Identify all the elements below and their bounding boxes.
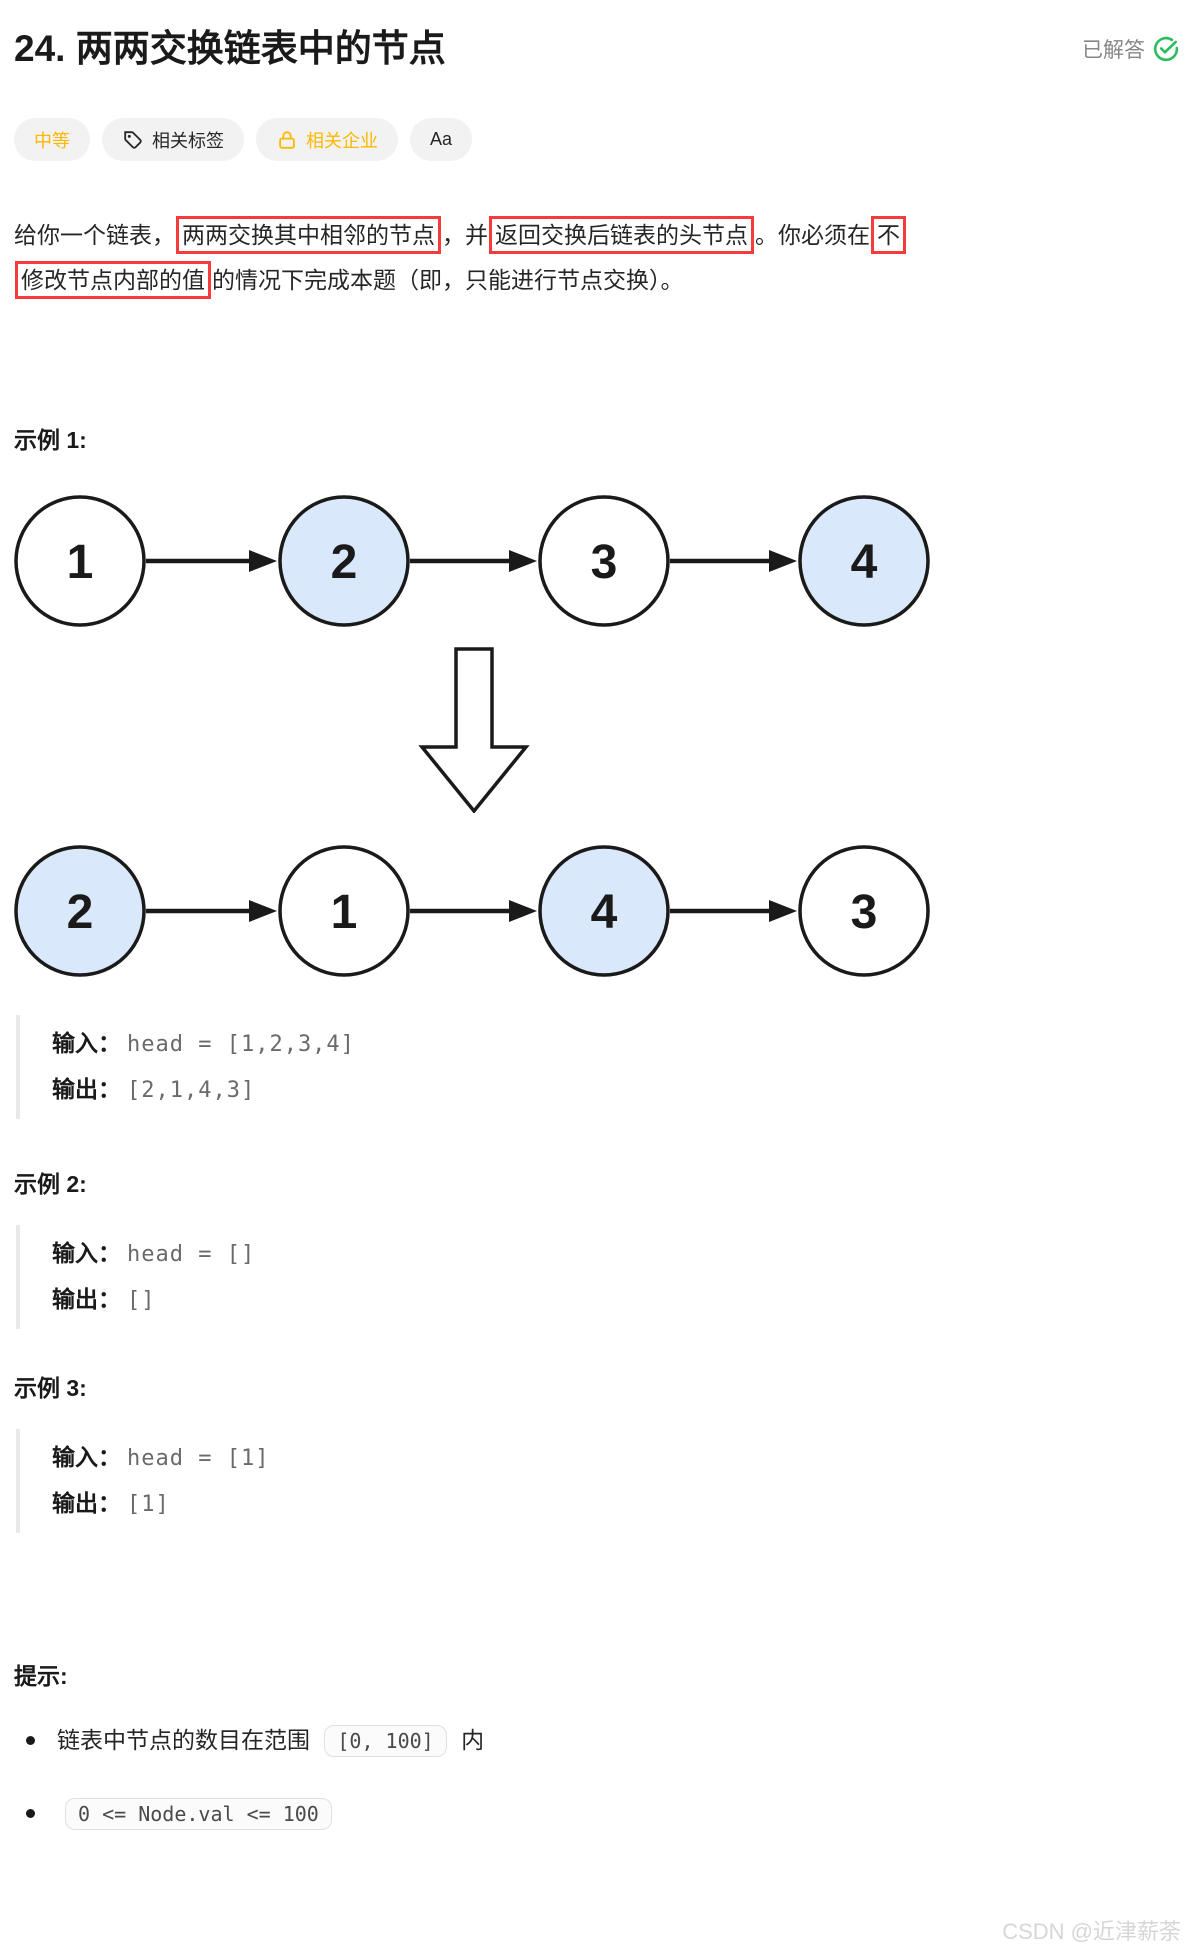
lock-icon [279, 130, 295, 149]
list-node [538, 845, 670, 977]
red-highlight-box: 修改节点内部的值 [15, 261, 211, 299]
hint-text: 内 [454, 1727, 485, 1753]
output-label: 输出： [52, 1076, 121, 1102]
bullet-icon [26, 1736, 35, 1745]
transform-arrow [414, 647, 534, 814]
example-2-input-line: 输入： head = [] [52, 1231, 1179, 1277]
link-arrowhead-icon [769, 550, 797, 572]
hints-heading: 提示: [14, 1663, 68, 1689]
constraint-content: 0 <= Node.val <= 100 [57, 1790, 340, 1837]
node-value: 2 [331, 536, 358, 589]
node-value: 4 [851, 536, 878, 589]
related-companies-label: 相关企业 [306, 130, 378, 151]
input-value: head = [] [127, 1242, 256, 1267]
node-value: 1 [67, 536, 94, 589]
node-value: 4 [591, 886, 618, 939]
difficulty-label: 中等 [34, 130, 70, 151]
font-size-button[interactable]: Aa [410, 118, 473, 161]
related-tags-button[interactable]: 相关标签 [102, 118, 244, 161]
code-chip: 0 <= Node.val <= 100 [65, 1798, 332, 1830]
constraint-item: 链表中节点的数目在范围 [0, 100] 内 [14, 1717, 1179, 1764]
output-value: [] [127, 1288, 156, 1313]
input-label: 输入： [52, 1030, 121, 1056]
example-3-io: 输入： head = [1] 输出： [1] [16, 1429, 1179, 1533]
example-2-heading: 示例 2: [14, 1171, 87, 1197]
constraints-list: 链表中节点的数目在范围 [0, 100] 内 0 <= Node.val <= … [14, 1717, 1179, 1837]
tag-bar: 中等 相关标签 相关企业 Aa [14, 118, 1179, 161]
red-highlight-box: 返回交换后链表的头节点 [489, 216, 754, 254]
page-header: 24. 两两交换链表中的节点 已解答 [14, 24, 1179, 74]
output-label: 输出： [52, 1490, 121, 1516]
example-3-output-line: 输出： [1] [52, 1481, 1179, 1527]
output-value: [2,1,4,3] [127, 1078, 256, 1103]
link-arrowhead-icon [509, 550, 537, 572]
example-1-output-line: 输出： [2,1,4,3] [52, 1067, 1179, 1113]
list-node [278, 495, 410, 627]
list-node [14, 845, 146, 977]
example-3-input-line: 输入： head = [1] [52, 1435, 1179, 1481]
input-value: head = [1] [127, 1446, 270, 1471]
output-label: 输出： [52, 1286, 121, 1312]
list-node [798, 845, 930, 977]
problem-description: 给你一个链表，两两交换其中相邻的节点，并返回交换后链表的头节点。你必须在不修改节… [14, 213, 1179, 303]
font-size-label: Aa [430, 129, 453, 149]
description-text: 。你必须在 [755, 222, 870, 248]
output-value: [1] [127, 1492, 170, 1517]
example-1-io: 输入： head = [1,2,3,4] 输出： [2,1,4,3] [16, 1015, 1179, 1119]
hint-text: 链表中节点的数目在范围 [57, 1727, 317, 1753]
linked-list-diagram-before: 1 2 3 4 [14, 495, 930, 627]
list-node [14, 495, 146, 627]
bullet-icon [26, 1809, 35, 1818]
constraint-content: 链表中节点的数目在范围 [0, 100] 内 [57, 1717, 484, 1764]
page-title: 24. 两两交换链表中的节点 [14, 28, 446, 69]
related-tags-label: 相关标签 [152, 130, 224, 151]
watermark: CSDN @近津薪荼 [1002, 1919, 1181, 1944]
red-highlight-box: 不 [871, 216, 906, 254]
solved-label: 已解答 [1082, 39, 1145, 62]
example-1-heading: 示例 1: [14, 427, 87, 453]
constraint-item: 0 <= Node.val <= 100 [14, 1790, 1179, 1837]
example-2-output-line: 输出： [] [52, 1277, 1179, 1323]
check-circle-icon [1153, 36, 1179, 62]
related-companies-button[interactable]: 相关企业 [256, 118, 398, 161]
node-value: 3 [851, 886, 878, 939]
input-label: 输入： [52, 1444, 121, 1470]
input-label: 输入： [52, 1240, 121, 1266]
example-2-io: 输入： head = [] 输出： [] [16, 1225, 1179, 1329]
link-arrowhead-icon [769, 900, 797, 922]
list-node [798, 495, 930, 627]
node-value: 3 [591, 536, 618, 589]
link-arrowhead-icon [509, 900, 537, 922]
input-value: head = [1,2,3,4] [127, 1032, 355, 1057]
list-node [538, 495, 670, 627]
red-highlight-box: 两两交换其中相邻的节点 [176, 216, 441, 254]
linked-list-diagram-after: 2 1 4 3 [14, 845, 930, 977]
code-chip: [0, 100] [324, 1725, 447, 1757]
description-text: ，并 [442, 222, 488, 248]
link-arrowhead-icon [249, 900, 277, 922]
description-text: 给你一个链表， [14, 222, 175, 248]
down-arrow-icon [418, 647, 530, 814]
solved-status-badge: 已解答 [1082, 34, 1179, 64]
node-value: 1 [331, 886, 358, 939]
tag-icon [124, 130, 142, 149]
example-1-input-line: 输入： head = [1,2,3,4] [52, 1021, 1179, 1067]
description-text: 的情况下完成本题（即，只能进行节点交换）。 [212, 267, 684, 293]
node-value: 2 [67, 886, 94, 939]
difficulty-badge-medium[interactable]: 中等 [14, 118, 90, 161]
example-3-heading: 示例 3: [14, 1375, 87, 1401]
link-arrowhead-icon [249, 550, 277, 572]
list-node [278, 845, 410, 977]
